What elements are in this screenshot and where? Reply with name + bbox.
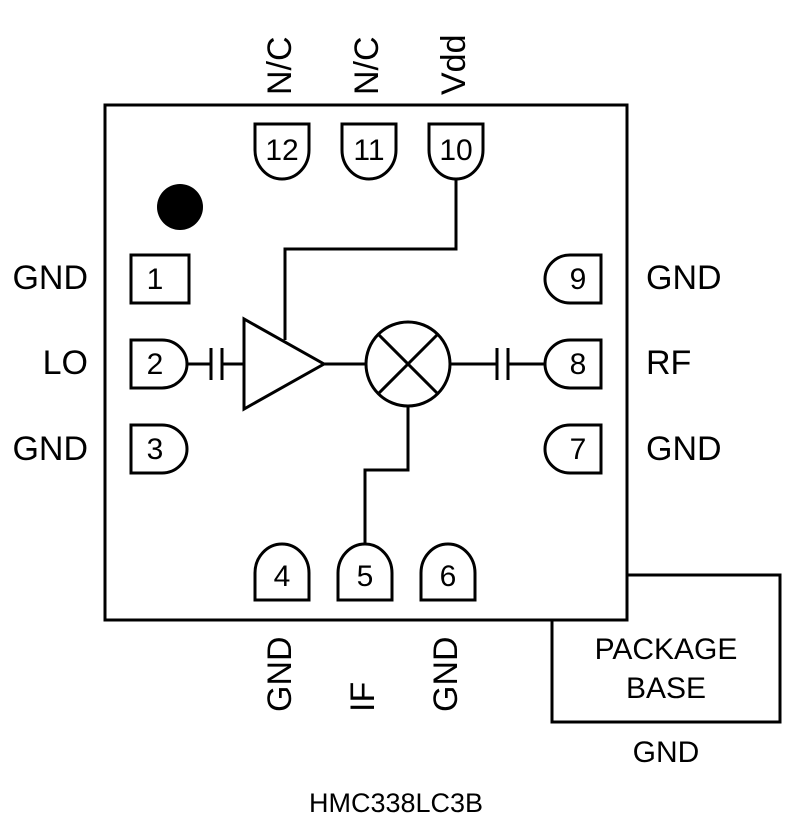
package-base-line1: PACKAGE xyxy=(595,633,738,666)
part-number-caption: HMC338LC3B xyxy=(309,788,483,818)
left-pin-3-label: GND xyxy=(12,430,88,468)
pin-number: 5 xyxy=(357,560,374,593)
right-pin-8-label: RF xyxy=(646,344,691,382)
pin-number: 4 xyxy=(274,560,291,593)
left-pin-3[interactable]: 3 xyxy=(129,423,189,475)
bottom-pin-5-label: IF xyxy=(344,682,382,712)
left-pin-2-label: LO xyxy=(43,344,88,382)
left-pin-2[interactable]: 2 xyxy=(129,338,189,390)
bottom-pin-4[interactable]: 4 xyxy=(253,542,311,602)
pin-number: 6 xyxy=(440,560,457,593)
pin-one-dot-icon xyxy=(157,184,203,230)
top-pin-10[interactable]: 10 xyxy=(427,122,485,181)
if-routing-wire xyxy=(363,406,410,545)
top-pin-11-label: N/C xyxy=(348,36,386,95)
left-pin-1[interactable]: 1 xyxy=(129,253,191,305)
top-pin-12[interactable]: 12 xyxy=(253,122,311,181)
pin-number: 9 xyxy=(570,263,587,296)
package-base-box: PACKAGE BASE xyxy=(550,573,782,724)
bottom-pin-4-label: GND xyxy=(261,636,299,712)
bottom-pin-6-label: GND xyxy=(427,636,465,712)
left-pin-1-label: GND xyxy=(12,259,88,297)
pin-number: 8 xyxy=(570,348,587,381)
top-pin-12-label: N/C xyxy=(261,36,299,95)
right-pin-7-label: GND xyxy=(646,430,722,468)
pin-number: 12 xyxy=(265,134,298,167)
pin-number: 2 xyxy=(147,348,164,381)
right-pin-9[interactable]: 9 xyxy=(543,253,603,305)
top-pin-11[interactable]: 11 xyxy=(340,122,398,181)
mixer-icon xyxy=(364,320,452,408)
amplifier-icon xyxy=(242,316,328,412)
right-pin-7[interactable]: 7 xyxy=(543,423,603,475)
package-base-ground-label: GND xyxy=(633,736,700,769)
package-base-overlap-edges xyxy=(550,573,782,724)
right-pin-8[interactable]: 8 xyxy=(543,338,603,390)
bottom-pin-5[interactable]: 5 xyxy=(336,542,394,602)
pin-number: 1 xyxy=(147,263,164,296)
pin-number: 7 xyxy=(570,433,587,466)
bottom-pin-6[interactable]: 6 xyxy=(419,542,477,602)
vdd-routing-wire xyxy=(283,179,458,340)
pin-number: 10 xyxy=(439,134,472,167)
pin-number: 3 xyxy=(147,433,164,466)
package-base-line2: BASE xyxy=(626,672,706,705)
top-pin-10-label: Vdd xyxy=(435,35,473,96)
pin-number: 11 xyxy=(353,134,384,167)
right-pin-9-label: GND xyxy=(646,259,722,297)
